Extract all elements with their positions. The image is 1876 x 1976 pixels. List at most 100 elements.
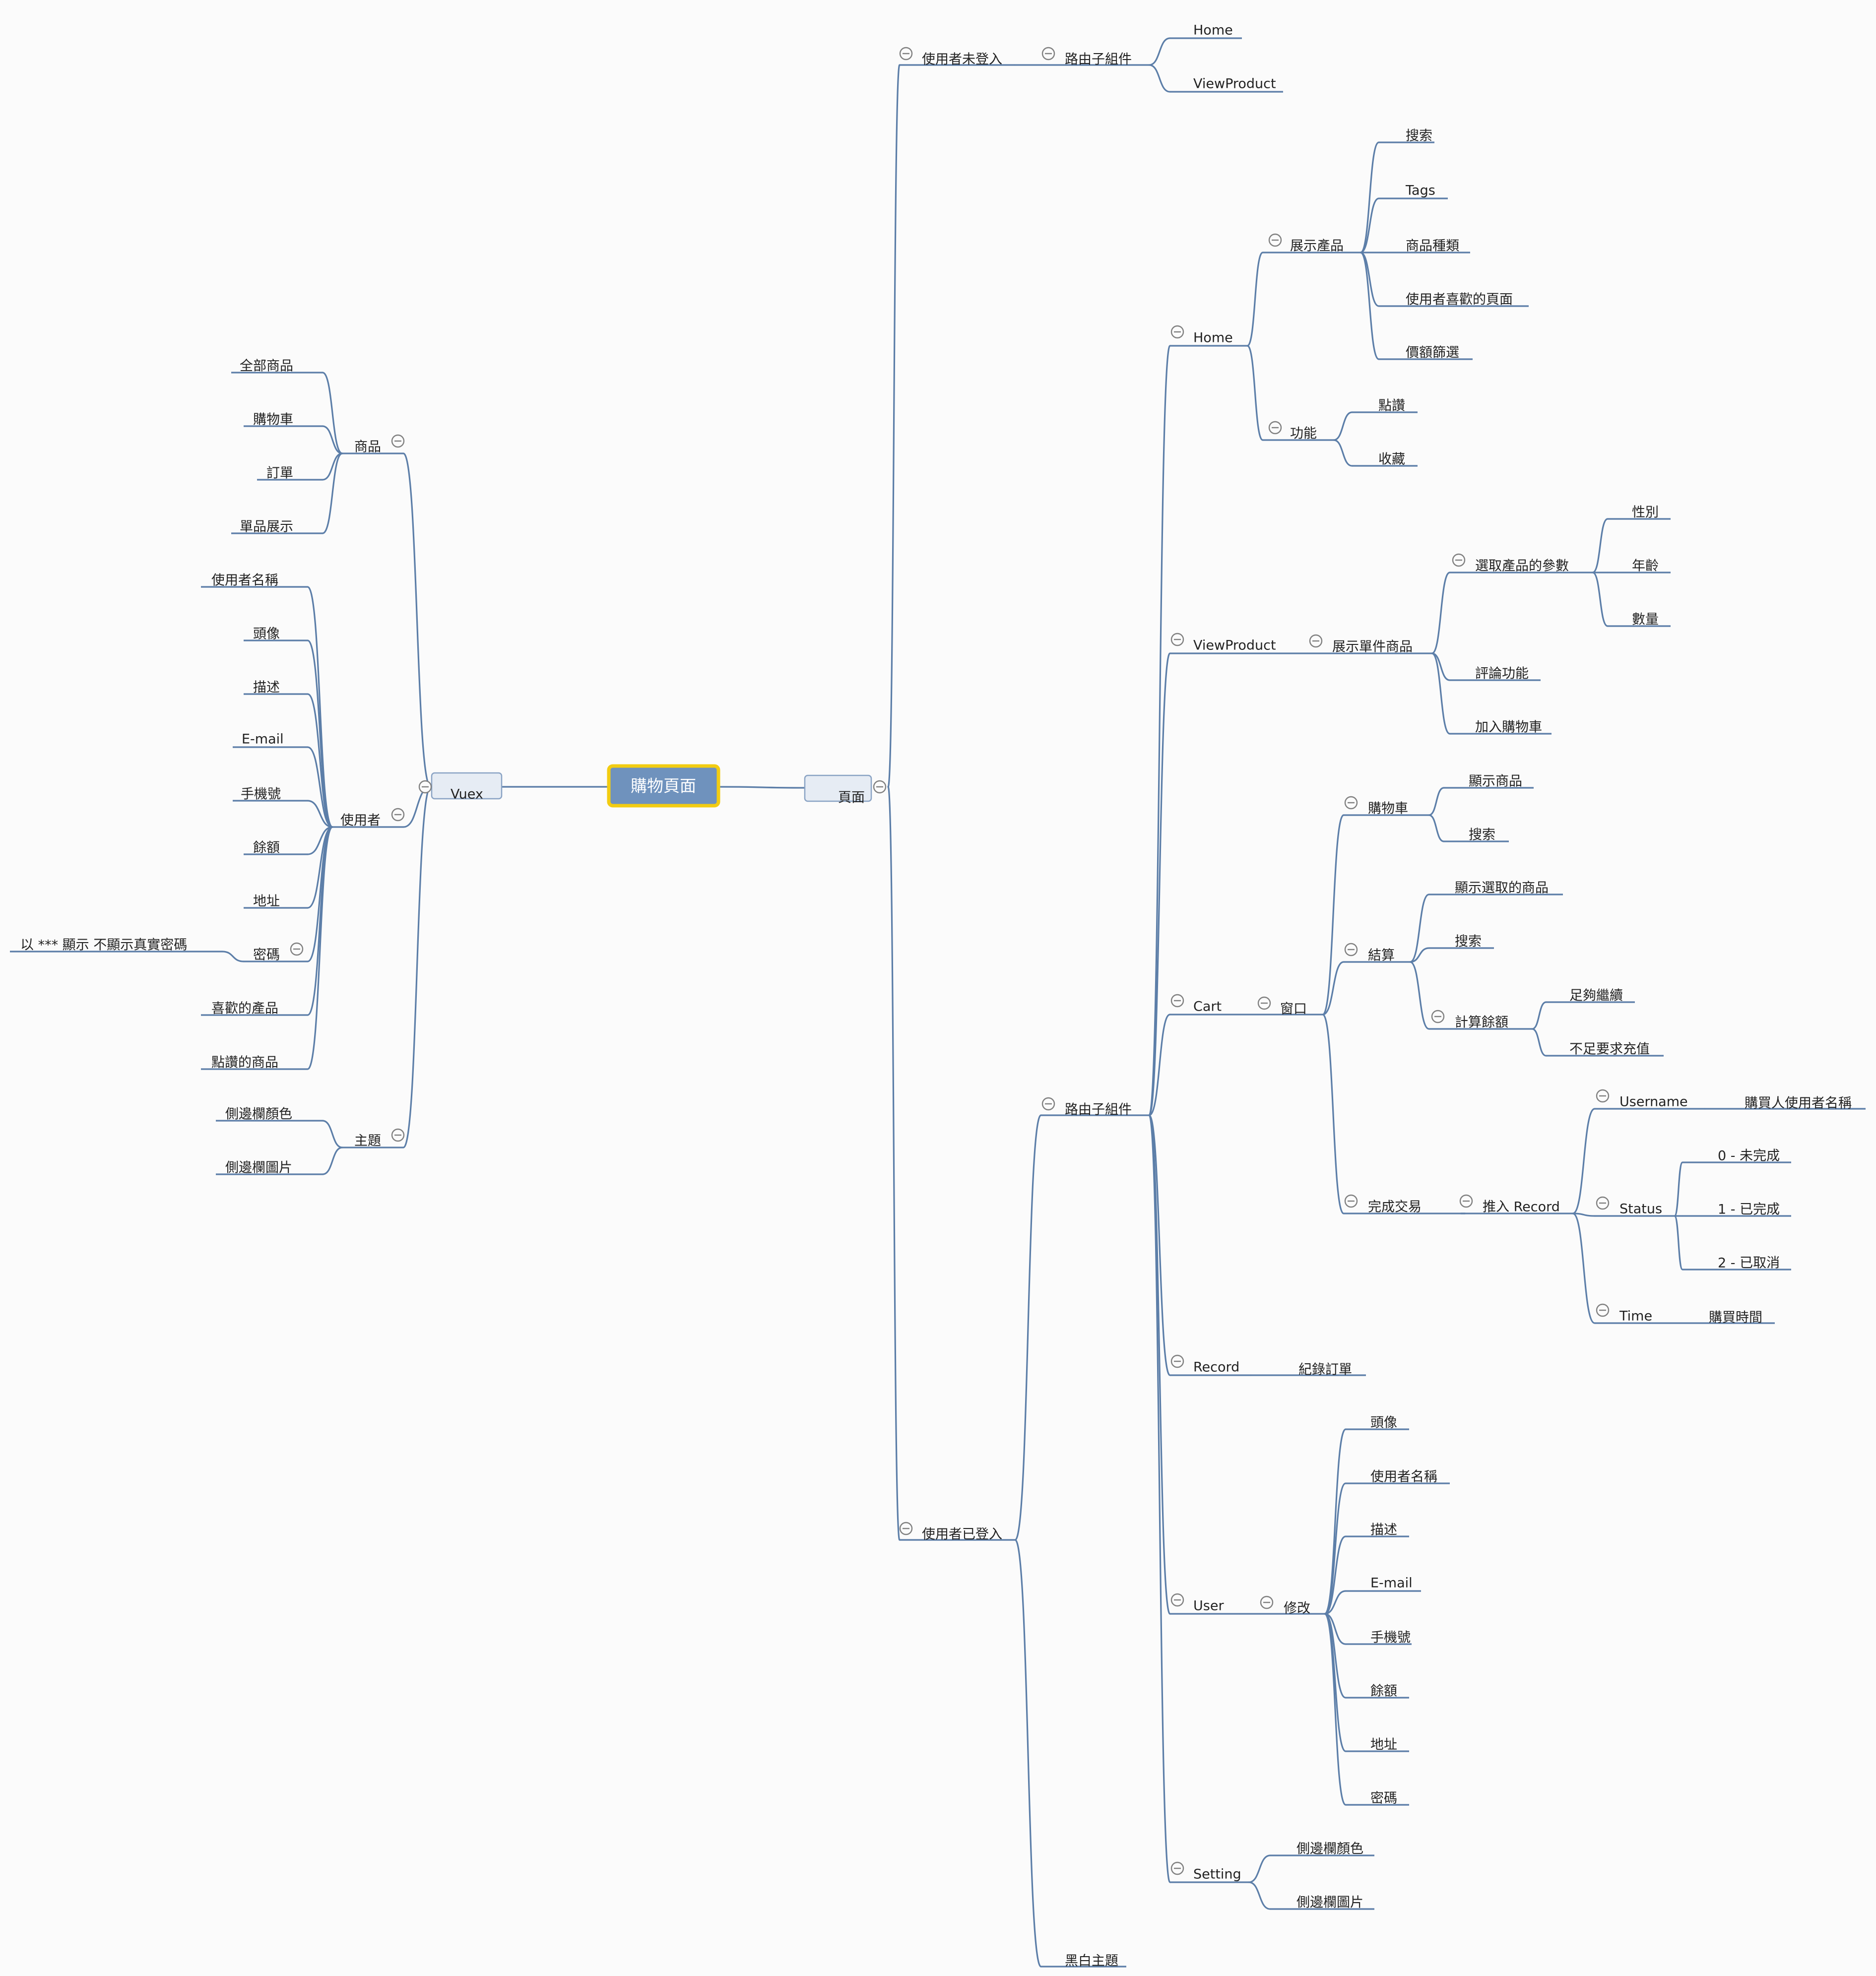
collapse-toggle-icon[interactable] <box>873 780 887 794</box>
node-user[interactable]: User <box>1170 1593 1224 1614</box>
node-user-address[interactable]: 地址 <box>1370 1737 1397 1753</box>
node-cart-topup[interactable]: 不足要求充值 <box>1569 1042 1650 1057</box>
node-vp-review[interactable]: 評論功能 <box>1475 666 1529 682</box>
node-logged-in-router[interactable]: 路由子組件 <box>1041 1097 1132 1118</box>
node-rec-time-val[interactable]: 購買時間 <box>1709 1310 1762 1326</box>
root-node[interactable]: 購物頁面 <box>607 764 720 808</box>
node-cart-calc[interactable]: 計算餘額 <box>1431 1010 1508 1030</box>
node-vuex-theme-image[interactable]: 側邊欄圖片 <box>225 1160 292 1176</box>
node-user-name[interactable]: 使用者名稱 <box>1370 1469 1437 1485</box>
collapse-toggle-icon[interactable] <box>1452 553 1466 567</box>
node-logged-in[interactable]: 使用者已登入 <box>899 1522 1002 1542</box>
node-vuex-user-avatar[interactable]: 頭像 <box>253 627 280 642</box>
node-rec-username[interactable]: Username <box>1596 1089 1688 1110</box>
node-vuex-user-liked[interactable]: 喜歡的產品 <box>211 1001 278 1017</box>
node-home-features[interactable]: 功能 <box>1268 421 1317 442</box>
collapse-toggle-icon[interactable] <box>899 47 913 61</box>
node-rec-time[interactable]: Time <box>1596 1303 1652 1324</box>
node-rec-buyer[interactable]: 購買人使用者名稱 <box>1745 1096 1852 1111</box>
node-vp-single[interactable]: 展示單件商品 <box>1309 634 1413 655</box>
node-vuex-products[interactable]: 商品 <box>354 434 405 455</box>
node-vp-age[interactable]: 年齡 <box>1632 559 1659 574</box>
collapse-toggle-icon[interactable] <box>1170 1593 1184 1607</box>
node-viewproduct[interactable]: ViewProduct <box>1170 633 1276 653</box>
node-user-edit[interactable]: 修改 <box>1260 1595 1310 1616</box>
node-bw-theme[interactable]: 黑白主題 <box>1065 1954 1118 1969</box>
node-cart[interactable]: Cart <box>1170 994 1222 1015</box>
node-vp-params[interactable]: 選取產品的參數 <box>1452 553 1569 574</box>
node-vuex-user-upvoted[interactable]: 點讚的商品 <box>211 1055 278 1071</box>
node-setting[interactable]: Setting <box>1170 1861 1241 1882</box>
collapse-toggle-icon[interactable] <box>391 1128 405 1142</box>
node-cart-show[interactable]: 顯示商品 <box>1469 774 1522 789</box>
node-vuex-user-address[interactable]: 地址 <box>253 894 280 909</box>
node-vuex-theme-color[interactable]: 側邊欄顏色 <box>225 1107 292 1122</box>
collapse-toggle-icon[interactable] <box>1260 1595 1274 1609</box>
node-setting-image[interactable]: 側邊欄圖片 <box>1296 1895 1363 1911</box>
node-pages[interactable]: 頁面 <box>804 774 887 806</box>
collapse-toggle-icon[interactable] <box>1596 1089 1610 1103</box>
node-cart-search2[interactable]: 搜索 <box>1455 934 1482 950</box>
node-vuex-products-orders[interactable]: 訂單 <box>266 466 293 481</box>
node-rec-status-1[interactable]: 1 - 已完成 <box>1718 1202 1780 1217</box>
collapse-toggle-icon[interactable] <box>1170 1354 1184 1368</box>
collapse-toggle-icon[interactable] <box>1459 1194 1473 1208</box>
node-rec-status[interactable]: Status <box>1596 1196 1662 1217</box>
node-vp-gender[interactable]: 性別 <box>1632 505 1659 520</box>
node-lo-viewproduct[interactable]: ViewProduct <box>1193 76 1276 92</box>
node-home-showcase[interactable]: 展示產品 <box>1268 233 1344 254</box>
node-vuex-user-phone[interactable]: 手機號 <box>241 787 281 802</box>
node-cart-complete[interactable]: 完成交易 <box>1344 1194 1422 1215</box>
node-rec-status-2[interactable]: 2 - 已取消 <box>1718 1256 1780 1271</box>
node-lo-home[interactable]: Home <box>1193 23 1233 38</box>
collapse-toggle-icon[interactable] <box>1170 325 1184 339</box>
node-home-category[interactable]: 商品種類 <box>1406 239 1459 254</box>
collapse-toggle-icon[interactable] <box>1431 1010 1445 1023</box>
node-vuex-user-password[interactable]: 密碼 <box>253 942 304 963</box>
collapse-toggle-icon[interactable] <box>1170 633 1184 646</box>
node-logged-out[interactable]: 使用者未登入 <box>899 47 1002 67</box>
node-record-log[interactable]: 紀錄訂單 <box>1298 1362 1352 1378</box>
collapse-toggle-icon[interactable] <box>391 434 405 448</box>
node-vuex[interactable]: Vuex <box>418 772 503 802</box>
node-vuex-user-desc[interactable]: 描述 <box>253 680 280 696</box>
node-rec-status-0[interactable]: 0 - 未完成 <box>1718 1148 1780 1164</box>
node-record[interactable]: Record <box>1170 1354 1239 1375</box>
collapse-toggle-icon[interactable] <box>1596 1196 1610 1210</box>
node-user-password[interactable]: 密碼 <box>1370 1791 1397 1806</box>
node-vuex-user-balance[interactable]: 餘額 <box>253 840 280 856</box>
node-cart-checkout[interactable]: 結算 <box>1344 943 1395 963</box>
node-user-avatar[interactable]: 頭像 <box>1370 1415 1397 1431</box>
collapse-toggle-icon[interactable] <box>1257 996 1271 1010</box>
collapse-toggle-icon[interactable] <box>1041 47 1055 61</box>
collapse-toggle-icon[interactable] <box>1344 796 1358 810</box>
node-home-tags[interactable]: Tags <box>1405 183 1435 198</box>
node-logged-out-router[interactable]: 路由子組件 <box>1041 47 1132 67</box>
node-vuex-products-single[interactable]: 單品展示 <box>240 519 293 535</box>
node-setting-color[interactable]: 側邊欄顏色 <box>1296 1842 1363 1857</box>
collapse-toggle-icon[interactable] <box>1170 1861 1184 1875</box>
node-cart-show-selected[interactable]: 顯示選取的商品 <box>1455 881 1549 896</box>
collapse-toggle-icon[interactable] <box>1268 421 1282 435</box>
node-vuex-theme[interactable]: 主題 <box>354 1128 405 1149</box>
node-user-balance[interactable]: 餘額 <box>1370 1684 1397 1699</box>
collapse-toggle-icon[interactable] <box>391 808 405 822</box>
node-cart-enough[interactable]: 足夠繼續 <box>1569 988 1623 1004</box>
collapse-toggle-icon[interactable] <box>418 780 432 794</box>
node-vuex-user[interactable]: 使用者 <box>340 808 405 829</box>
node-user-email[interactable]: E-mail <box>1370 1576 1413 1591</box>
collapse-toggle-icon[interactable] <box>899 1522 913 1535</box>
collapse-toggle-icon[interactable] <box>1344 1194 1358 1208</box>
node-vp-qty[interactable]: 數量 <box>1632 612 1659 628</box>
node-vuex-password-note[interactable]: 以 *** 顯示 不顯示真實密碼 <box>20 938 187 953</box>
node-user-phone[interactable]: 手機號 <box>1370 1630 1411 1646</box>
node-vuex-products-all[interactable]: 全部商品 <box>240 359 293 374</box>
node-cart-cart[interactable]: 購物車 <box>1344 796 1408 817</box>
node-home-liked-page[interactable]: 使用者喜歡的頁面 <box>1406 292 1513 308</box>
collapse-toggle-icon[interactable] <box>1268 233 1282 247</box>
collapse-toggle-icon[interactable] <box>1170 994 1184 1008</box>
node-vuex-user-name[interactable]: 使用者名稱 <box>211 573 278 588</box>
node-home[interactable]: Home <box>1170 325 1233 346</box>
node-vuex-user-email[interactable]: E-mail <box>242 732 284 747</box>
node-user-desc[interactable]: 描述 <box>1370 1523 1397 1538</box>
